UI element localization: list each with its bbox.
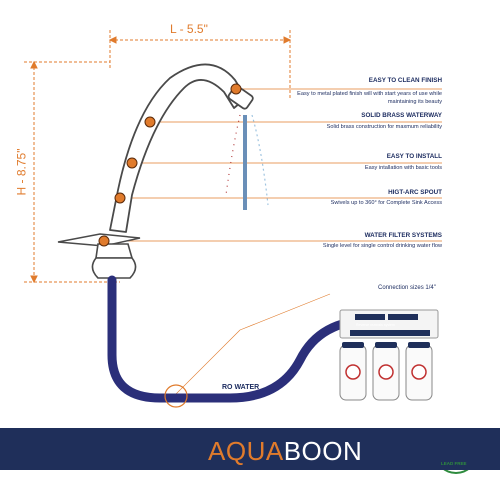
callout-title-spout: HIGT-ARC SPOUT — [388, 189, 442, 196]
tube-highlight-circle — [164, 384, 188, 408]
callout-desc-filter: Single level for single control drinking… — [322, 243, 442, 249]
connection-size-label: Connection sizes 1/4" — [378, 285, 436, 291]
brand-part-2: BOON — [283, 436, 363, 466]
ro-water-tube — [107, 275, 377, 403]
brand-footer — [0, 428, 500, 470]
water-stream — [225, 114, 269, 210]
height-label: H - 8.75" — [14, 148, 29, 196]
callout-markers — [98, 83, 242, 247]
callout-title-brass: SOLID BRASS WATERWAY — [361, 112, 442, 119]
callout-desc-install: Easy intallation with basic tools — [364, 165, 442, 171]
height-dimension — [24, 60, 120, 284]
filter-system-label: Reverse osmosis system — [356, 323, 395, 327]
callout-title-easy-clean: EASY TO CLEAN FINISH — [368, 77, 442, 84]
ro-water-label: RO WATER — [222, 384, 260, 391]
callout-desc-brass: Solid brass construction for maxmum reli… — [326, 124, 442, 130]
brand-part-1: AQUA — [208, 436, 284, 466]
callout-title-install: EASY TO INSTALL — [386, 153, 442, 160]
filter-system-illustration — [339, 309, 439, 401]
callout-title-filter: WATER FILTER SYSTEMS — [364, 232, 442, 239]
faucet — [57, 63, 254, 279]
callout-leaders — [104, 88, 442, 395]
lead-free-text: LEAD FREE — [441, 461, 467, 466]
callout-desc-easy-clean: Easy to metal plated finish will with st… — [297, 91, 442, 105]
length-dimension — [108, 30, 292, 100]
callout-desc-spout: Swivels up to 360° for Complete Sink Acc… — [330, 200, 442, 206]
brand-logo: AQUABOON — [208, 436, 362, 467]
length-label: L - 5.5" — [170, 22, 208, 36]
